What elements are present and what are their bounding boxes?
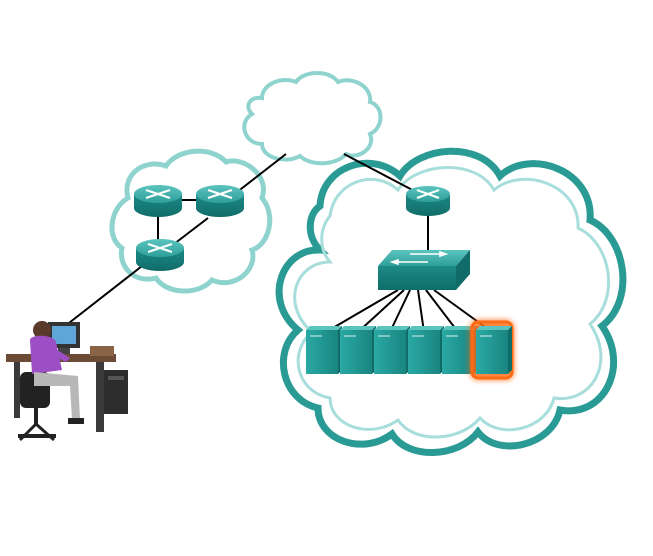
link-switch-server-2: [357, 289, 405, 333]
server-icon: [374, 326, 410, 374]
link-internet-datacenter: [343, 153, 421, 195]
internet-cloud: [242, 71, 383, 166]
router-icon: [134, 185, 182, 217]
server-icon: [340, 326, 376, 374]
link-switch-server-1: [325, 289, 399, 333]
link-switch-server-4: [417, 289, 425, 333]
switch-icon: [378, 250, 470, 290]
link-switch-server-5: [425, 289, 459, 333]
user-workstation-icon: [6, 321, 128, 442]
link-isp-internet: [231, 153, 287, 197]
link-isp-router-right-bottom: [173, 217, 209, 245]
link-isp-to-user: [59, 265, 143, 331]
router-icon: [406, 186, 450, 216]
router-icon: [196, 185, 244, 217]
highlighted-server-icon: [470, 320, 514, 380]
link-switch-server-3: [389, 289, 411, 333]
server-icon: [408, 326, 444, 374]
server-icon: [306, 326, 342, 374]
router-icon: [136, 239, 184, 271]
